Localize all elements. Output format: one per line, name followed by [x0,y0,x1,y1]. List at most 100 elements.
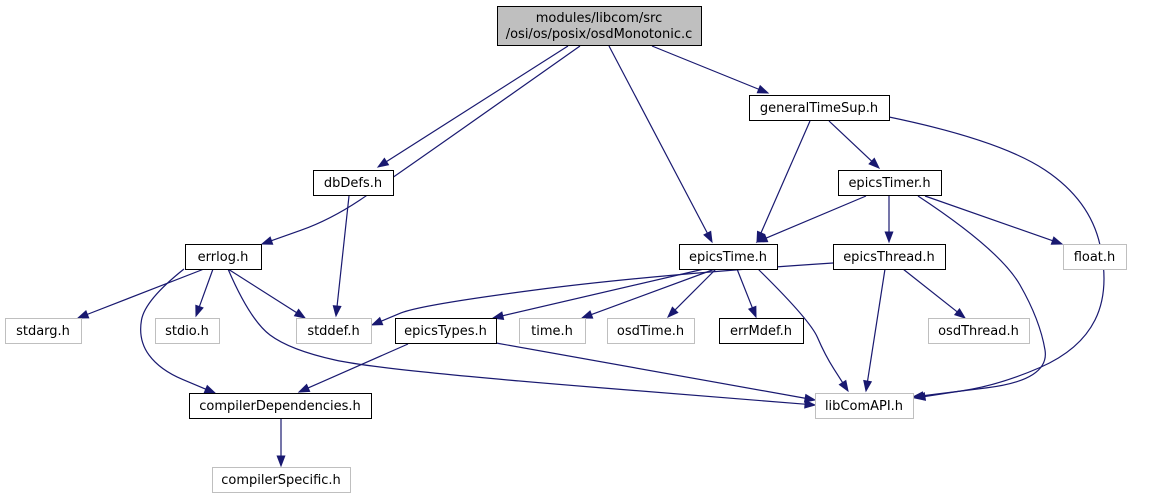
arrowhead [804,399,817,409]
arrowhead [756,84,770,94]
node-box [833,244,946,270]
node-label: time.h [531,324,573,339]
node-label: epicsTimer.h [848,176,930,191]
edge-line [502,268,705,317]
node-box [497,6,702,46]
edge-line [386,45,569,163]
node-box [607,318,695,344]
edge-epicsTypes-to-compilerDependencies [297,343,409,393]
node-stddef: stddef.h [296,318,372,344]
edge-epicsTypes-to-libComAPI [495,342,817,403]
edge-epicsTime-to-errMdef [736,268,757,319]
node-osdThread: osdThread.h [928,318,1030,344]
node-box [928,318,1030,344]
edge-line [888,116,1105,398]
arrowhead [803,393,817,403]
node-label: stdarg.h [16,324,70,339]
node-box [749,95,890,121]
edge-root-to-epicsTime [608,45,713,244]
edge-epicsTimer-to-libComAPI [911,195,1046,401]
node-label: stdio.h [165,324,209,339]
arrowhead [667,306,679,318]
nodes-layer: modules/libcom/src/osi/os/posix/osdMonot… [5,6,1127,493]
edge-epicsTimer-to-epicsThread [884,196,894,244]
edge-errlog-to-stdarg [76,268,205,319]
node-label: osdTime.h [617,324,684,339]
node-float: float.h [1063,244,1127,270]
edge-epicsTimer-to-float [924,195,1064,245]
node-label: compilerSpecific.h [221,473,341,488]
edge-line [227,268,806,405]
arrowhead [370,316,384,326]
edge-root-to-errlog [260,45,581,245]
node-libComAPI: libComAPI.h [815,393,914,419]
edges-layer [76,45,1105,468]
node-errlog[interactable]: errlog.h [185,244,262,270]
node-label: generalTimeSup.h [760,101,878,116]
arrowhead [580,310,594,319]
node-label: float.h [1074,250,1116,265]
edge-generalTimeSup-to-epicsTimer [828,120,881,169]
node-box [719,318,804,344]
node-box [155,318,220,344]
node-errMdef[interactable]: errMdef.h [719,318,804,344]
arrowhead [195,304,204,318]
node-box [313,170,394,196]
arrowhead [293,308,307,319]
node-compilerSpecific: compilerSpecific.h [212,467,351,493]
node-label: modules/libcom/src [536,11,662,26]
node-label: stddef.h [307,324,359,339]
edge-line [271,45,581,242]
node-stdio: stdio.h [155,318,220,344]
edge-compilerDependencies-to-compilerSpecific [276,419,286,468]
edge-errlog-to-stddef [227,268,307,319]
edge-line [495,342,806,399]
edge-errlog-to-stdio [195,268,214,318]
node-label: osdThread.h [938,324,1019,339]
edge-line [674,268,717,311]
edge-line [736,268,753,308]
node-dbDefs[interactable]: dbDefs.h [313,170,394,196]
edge-line [336,195,350,307]
edge-line [198,268,214,307]
node-generalTimeSup[interactable]: generalTimeSup.h [749,95,890,121]
edge-line [902,268,958,313]
arrowhead [260,236,274,245]
node-box [212,467,351,493]
node-label: /osi/os/posix/osdMonotonic.c [506,27,693,42]
node-label: epicsTime.h [689,250,767,265]
arrowhead [297,383,311,393]
edge-epicsThread-to-stddef [370,262,834,326]
node-epicsThread[interactable]: epicsThread.h [833,244,946,270]
arrowhead [747,305,757,319]
arrowhead [376,157,390,168]
edge-line [828,120,873,162]
arrowhead [491,311,505,321]
edge-root-to-generalTimeSup [651,45,770,94]
arrowhead [838,379,849,393]
node-epicsTimer[interactable]: epicsTimer.h [838,170,942,196]
arrowhead [911,391,924,401]
node-compilerDependencies[interactable]: compilerDependencies.h [189,393,372,419]
edge-errlog-to-compilerDependencies [140,268,217,394]
node-label: libComAPI.h [825,399,903,414]
arrowhead [755,233,769,243]
node-label: dbDefs.h [324,176,382,191]
edge-line [924,195,1053,242]
arrowhead [332,305,342,318]
node-root[interactable]: modules/libcom/src/osi/os/posix/osdMonot… [497,6,702,46]
edge-line [307,343,409,389]
edge-line [917,195,1046,397]
node-box [519,318,586,344]
node-box [679,244,778,270]
node-box [395,318,497,344]
edge-dbDefs-to-stddef [332,195,350,318]
node-box [815,393,914,419]
node-box [838,170,942,196]
edge-line [608,45,708,234]
node-box [1063,244,1127,270]
node-label: compilerDependencies.h [199,399,360,414]
node-epicsTypes[interactable]: epicsTypes.h [395,318,497,344]
node-epicsTime[interactable]: epicsTime.h [679,244,778,270]
arrowhead [863,379,873,393]
